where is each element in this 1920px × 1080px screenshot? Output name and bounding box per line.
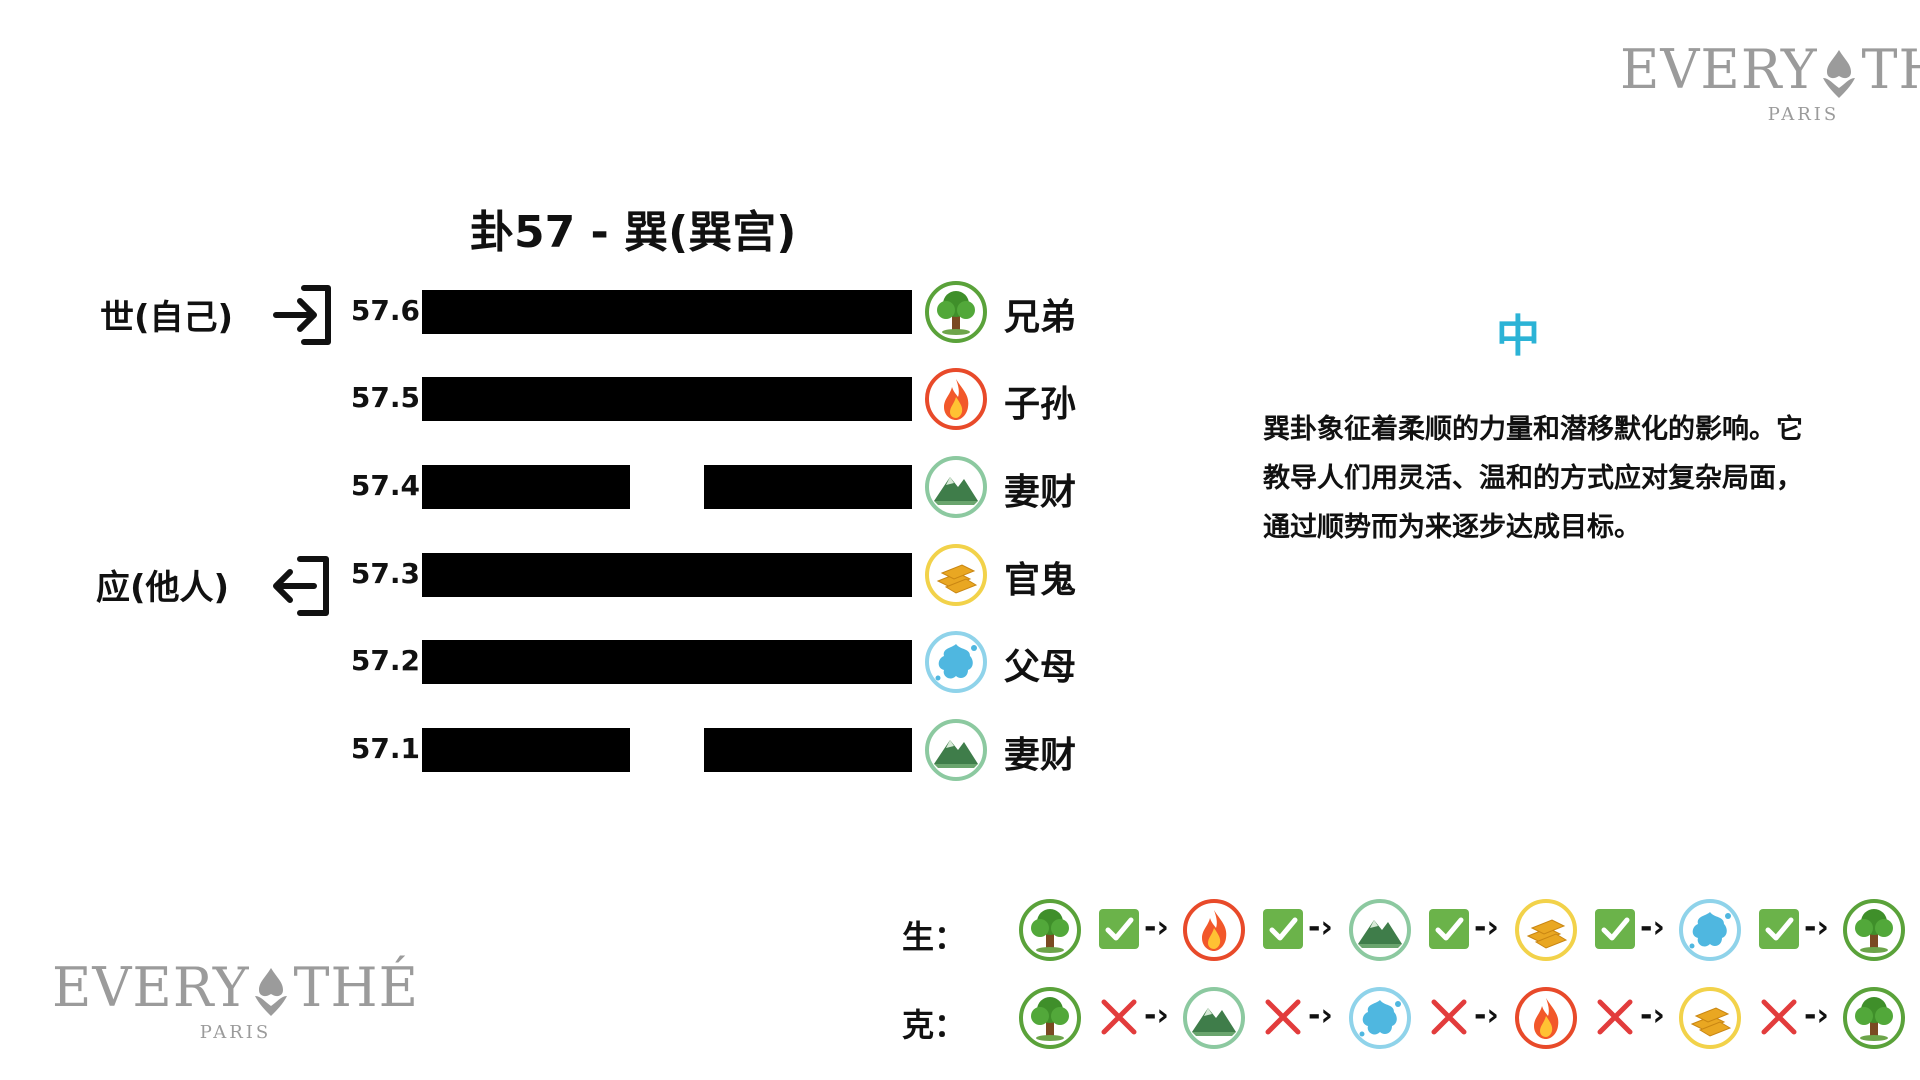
fire-icon (924, 367, 988, 431)
logo-word-right: THÉ (1861, 38, 1920, 101)
arrow-connector: -› (1640, 998, 1665, 1033)
check-icon (1758, 908, 1800, 950)
wood-icon (1842, 898, 1906, 962)
earth-icon (924, 718, 988, 782)
arrow-connector: -› (1474, 998, 1499, 1033)
arrow-connector: -› (1308, 998, 1333, 1033)
metal-icon (1514, 898, 1578, 962)
check-icon (1594, 908, 1636, 950)
line-relation: 父母 (1004, 647, 1077, 688)
fortune-level: 中 (1496, 311, 1540, 362)
line-number: 57.5 (350, 381, 420, 414)
wood-icon (1842, 986, 1906, 1050)
earth-icon (924, 455, 988, 519)
yang-line (422, 640, 912, 684)
arrow-connector: -› (1640, 910, 1665, 945)
cross-icon (1594, 996, 1636, 1038)
line-number: 57.3 (350, 557, 420, 590)
brand-logo-bottom: EVERY THÉ PARIS (52, 956, 420, 1044)
check-icon (1262, 908, 1304, 950)
line-relation: 妻财 (1004, 472, 1077, 513)
overcome-label: 克： (902, 1006, 967, 1044)
wood-icon (1018, 986, 1082, 1050)
logo-word-left: EVERY (1620, 38, 1818, 101)
cross-icon (1098, 996, 1140, 1038)
earth-icon (1182, 986, 1246, 1050)
earth-icon (1348, 898, 1412, 962)
water-icon (924, 630, 988, 694)
cross-icon (1428, 996, 1470, 1038)
hexagram-title: 卦57 - 巽(巽宫) (470, 207, 797, 258)
line-relation: 兄弟 (1004, 297, 1077, 338)
fleur-icon (255, 968, 288, 1016)
line-number: 57.6 (350, 294, 420, 327)
brand-logo-top: EVERY THÉ PARIS (1620, 38, 1920, 126)
arrow-connector: -› (1804, 998, 1829, 1033)
hexagram-description: 巽卦象征着柔顺的力量和潜移默化的影响。它教导人们用灵活、温和的方式应对复杂局面，… (1263, 414, 1803, 543)
water-icon (1678, 898, 1742, 962)
fire-icon (1182, 898, 1246, 962)
arrow-connector: -› (1144, 910, 1169, 945)
logo-word-left: EVERY (52, 956, 250, 1019)
yin-line-left (422, 728, 630, 772)
yang-line (422, 377, 912, 421)
line-number: 57.1 (350, 732, 420, 765)
yang-line (422, 290, 912, 334)
metal-icon (1678, 986, 1742, 1050)
ying-label: 应(他人) (96, 568, 230, 608)
logo-city: PARIS (199, 1022, 272, 1043)
logo-word-right: THÉ (293, 956, 420, 1019)
line-relation: 子孙 (1004, 384, 1077, 425)
wood-icon (924, 280, 988, 344)
fleur-icon (1823, 50, 1856, 98)
yin-line-right (704, 728, 912, 772)
line-number: 57.4 (350, 469, 420, 502)
arrow-connector: -› (1308, 910, 1333, 945)
yang-line (422, 553, 912, 597)
cross-icon (1262, 996, 1304, 1038)
cross-icon (1758, 996, 1800, 1038)
arrow-connector: -› (1474, 910, 1499, 945)
arrow-connector: -› (1144, 998, 1169, 1033)
exit-arrow-icon (273, 556, 329, 616)
line-number: 57.2 (350, 644, 420, 677)
enter-arrow-icon (273, 285, 331, 345)
line-relation: 官鬼 (1004, 560, 1077, 601)
line-relation: 妻财 (1004, 735, 1077, 776)
yin-line-left (422, 465, 630, 509)
metal-icon (924, 543, 988, 607)
check-icon (1098, 908, 1140, 950)
yin-line-right (704, 465, 912, 509)
logo-city: PARIS (1767, 104, 1840, 125)
wood-icon (1018, 898, 1082, 962)
shi-label: 世(自己) (100, 298, 234, 338)
water-icon (1348, 986, 1412, 1050)
arrow-connector: -› (1804, 910, 1829, 945)
fire-icon (1514, 986, 1578, 1050)
check-icon (1428, 908, 1470, 950)
generate-label: 生： (902, 918, 967, 956)
